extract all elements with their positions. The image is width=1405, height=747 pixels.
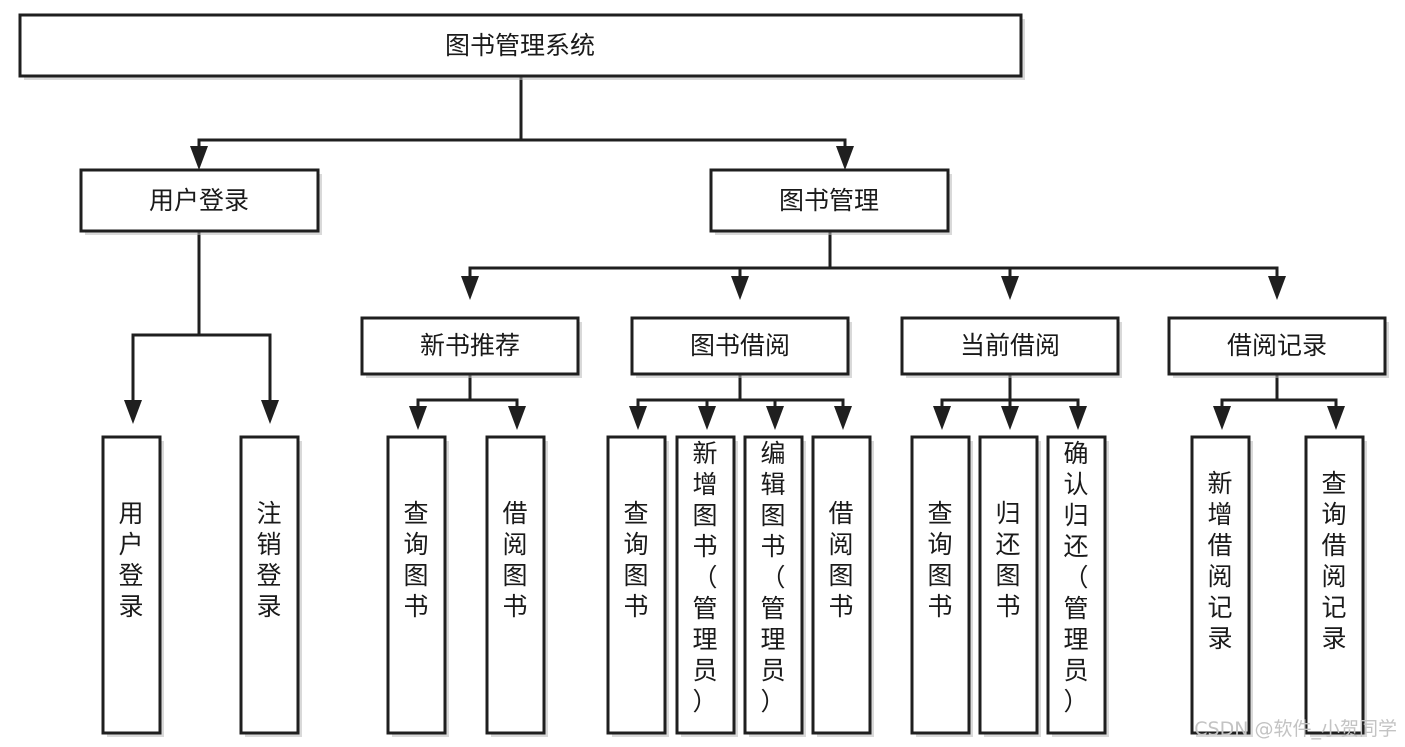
node-leaf-newbook-query-label: 查询图书 <box>403 499 428 621</box>
node-book-borrow-label: 图书借阅 <box>690 331 790 360</box>
node-leaf-newbook-query[interactable]: 查询图书 <box>386 435 449 737</box>
node-user-login[interactable]: 用户登录 <box>79 168 322 235</box>
node-leaf-user-login-login-label: 用户登录 <box>118 499 143 621</box>
node-leaf-borrow-borrow-label: 借阅图书 <box>828 499 853 621</box>
node-new-book-recommend-label: 新书推荐 <box>420 331 520 360</box>
node-leaf-record-add-label: 新增借阅记录 <box>1207 469 1232 653</box>
node-book-management-label: 图书管理 <box>779 186 879 215</box>
node-leaf-user-login-logout-label: 注销登录 <box>256 499 281 621</box>
node-leaf-current-confirm-label: 确认归还（管理员） <box>1063 439 1088 716</box>
node-leaf-current-return[interactable]: 归还图书 <box>978 435 1041 737</box>
node-root[interactable]: 图书管理系统 <box>18 13 1025 80</box>
node-borrow-record-label: 借阅记录 <box>1227 331 1327 360</box>
node-user-login-label: 用户登录 <box>149 186 249 215</box>
node-leaf-borrow-query[interactable]: 查询图书 <box>606 435 669 737</box>
edges-bookmgmt-to-level3 <box>461 231 1286 300</box>
edges-borrowrecord-to-leaves <box>1213 373 1345 430</box>
node-book-management[interactable]: 图书管理 <box>709 168 952 235</box>
node-leaf-record-query-label: 查询借阅记录 <box>1321 469 1346 653</box>
node-leaf-borrow-borrow[interactable]: 借阅图书 <box>811 435 874 737</box>
node-leaf-current-query-label: 查询图书 <box>927 499 952 621</box>
node-borrow-record[interactable]: 借阅记录 <box>1167 316 1389 378</box>
watermark-text: CSDN @软件_小贺同学 <box>1194 718 1397 740</box>
node-leaf-current-return-label: 归还图书 <box>995 499 1020 621</box>
node-leaf-borrow-edit-label: 编辑图书（管理员） <box>760 439 785 716</box>
node-current-borrow[interactable]: 当前借阅 <box>900 316 1122 378</box>
node-root-label: 图书管理系统 <box>445 31 595 60</box>
node-leaf-newbook-borrow-label: 借阅图书 <box>502 499 527 621</box>
edges-userlogin-to-leaves <box>124 231 279 424</box>
node-leaf-record-add[interactable]: 新增借阅记录 <box>1190 435 1253 737</box>
node-leaf-user-login-login[interactable]: 用户登录 <box>101 435 164 737</box>
edges-bookborrow-to-leaves <box>629 373 852 430</box>
node-leaf-borrow-query-label: 查询图书 <box>623 499 648 621</box>
edges-newbook-to-leaves <box>409 373 526 430</box>
node-book-borrow[interactable]: 图书借阅 <box>630 316 852 378</box>
node-leaf-user-login-logout[interactable]: 注销登录 <box>239 435 302 737</box>
node-leaf-borrow-edit[interactable]: 编辑图书（管理员） <box>743 435 806 737</box>
edges-currentborrow-to-leaves <box>933 373 1087 430</box>
node-new-book-recommend[interactable]: 新书推荐 <box>360 316 582 378</box>
node-leaf-newbook-borrow[interactable]: 借阅图书 <box>485 435 548 737</box>
node-leaf-borrow-add-label: 新增图书（管理员） <box>692 439 717 716</box>
node-leaf-current-query[interactable]: 查询图书 <box>910 435 973 737</box>
node-leaf-borrow-add[interactable]: 新增图书（管理员） <box>675 435 738 737</box>
node-current-borrow-label: 当前借阅 <box>960 331 1060 360</box>
edges-root-to-level2 <box>190 76 854 170</box>
node-leaf-record-query[interactable]: 查询借阅记录 <box>1304 435 1367 737</box>
node-leaf-current-confirm[interactable]: 确认归还（管理员） <box>1046 435 1109 737</box>
